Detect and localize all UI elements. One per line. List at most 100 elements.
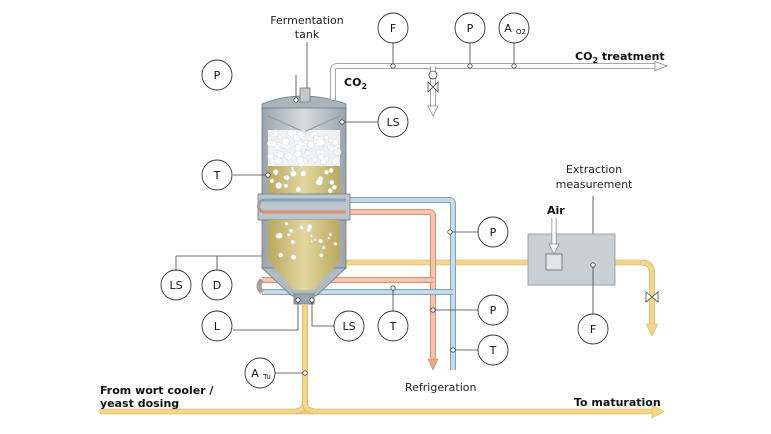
bubble — [278, 252, 284, 258]
air-label: Air — [547, 204, 565, 217]
instrument-top-a-o2: A O2 — [498, 12, 530, 44]
instrument-label: T — [489, 344, 497, 357]
bubble — [333, 241, 338, 246]
bubble — [313, 134, 319, 141]
instrument-label: A — [251, 367, 259, 380]
foam-bubbles — [267, 129, 342, 261]
bubble — [317, 153, 325, 161]
bubble — [290, 170, 297, 177]
bubble — [310, 234, 313, 238]
bubble — [276, 232, 283, 239]
instrument-bottom-ls2: LS — [333, 310, 365, 342]
instrument-bottom-ls: LS — [160, 269, 192, 301]
bubble — [275, 182, 283, 189]
instrument-top-p: P — [454, 12, 486, 44]
co2-treatment-label: CO2 treatment — [575, 50, 665, 65]
from-wort-label-1: From wort cooler / — [100, 384, 214, 397]
bubble — [294, 150, 302, 158]
from-wort-label-2: yeast dosing — [100, 397, 179, 410]
instrument-label: P — [490, 226, 497, 239]
to-maturation-label: To maturation — [574, 396, 661, 409]
instrument-label: L — [214, 320, 221, 333]
instrument-label: P — [490, 304, 497, 317]
bubble — [313, 238, 317, 242]
bubble — [269, 178, 275, 184]
co2-label: CO2 — [344, 76, 367, 91]
bubble — [327, 188, 333, 194]
bubble — [321, 245, 326, 250]
bubble — [296, 156, 304, 164]
bubble — [324, 169, 329, 175]
instrument-label: LS — [169, 279, 182, 292]
bubble — [328, 232, 333, 237]
instrument-label: LS — [386, 116, 399, 129]
instrument-cool-p1: P — [477, 216, 509, 248]
bubble — [294, 144, 302, 152]
extraction-label-1: Extraction — [566, 163, 622, 176]
bubble — [307, 141, 315, 149]
bubble — [315, 178, 323, 186]
bubble — [290, 166, 295, 171]
extraction-valve — [645, 291, 659, 303]
instrument-label: F — [390, 22, 396, 35]
instrument-label: A — [504, 22, 512, 35]
instrument-label: T — [389, 320, 397, 333]
instrument-label: P — [467, 22, 474, 35]
bubble — [287, 129, 295, 137]
bubble — [331, 184, 337, 190]
bubble — [329, 179, 335, 185]
bubble — [316, 138, 325, 147]
bubble — [283, 183, 289, 189]
bubble — [274, 157, 282, 165]
bubble — [331, 139, 339, 146]
instrument-sub: O2 — [516, 28, 526, 36]
bubble — [286, 232, 291, 237]
instrument-label: P — [214, 69, 221, 82]
instrument-tank-p: P — [201, 59, 233, 91]
instrument-cool-t: T — [477, 334, 509, 366]
bubble — [319, 253, 324, 258]
fermentation-tank-label-2: tank — [295, 28, 320, 41]
instrument-top-f: F — [377, 12, 409, 44]
instrument-label: LS — [342, 320, 355, 333]
bubble — [331, 157, 340, 166]
wort-main-line — [99, 305, 665, 419]
bubble — [300, 170, 307, 177]
instrument-extract-f: F — [577, 313, 609, 345]
instrument-sub: Tu — [262, 373, 271, 381]
instrument-label: F — [590, 323, 596, 336]
extraction-sensor — [545, 253, 563, 271]
bubble — [281, 137, 290, 146]
bubble — [290, 239, 296, 245]
bubble — [332, 146, 338, 151]
bubble — [303, 139, 309, 145]
bubble — [328, 167, 334, 173]
bubble — [327, 236, 331, 240]
bubble — [284, 221, 289, 226]
bubble — [310, 240, 314, 243]
bubble — [283, 175, 288, 180]
bubble — [306, 227, 312, 233]
fermentation-tank-label-1: Fermentation — [270, 14, 343, 27]
bubble — [284, 152, 293, 161]
bubble — [273, 171, 278, 176]
refrigeration-label: Refrigeration — [405, 381, 476, 394]
instrument-bottom-t: T — [377, 310, 409, 342]
instrument-a-tu: A Tu — [244, 357, 276, 389]
bubble — [304, 149, 311, 156]
bubble — [328, 138, 334, 143]
bubble — [270, 140, 277, 147]
bubble — [324, 135, 329, 140]
bubble — [318, 238, 323, 244]
bubble — [293, 134, 301, 142]
bubble — [267, 153, 274, 160]
instrument-tank-t: T — [201, 159, 233, 191]
bubble — [288, 228, 294, 233]
instrument-label: T — [213, 169, 221, 182]
bubble — [312, 157, 318, 163]
bubble — [295, 186, 302, 193]
leader-lines — [175, 42, 594, 374]
bubble — [276, 151, 285, 159]
instrument-bottom-d: D — [201, 269, 233, 301]
